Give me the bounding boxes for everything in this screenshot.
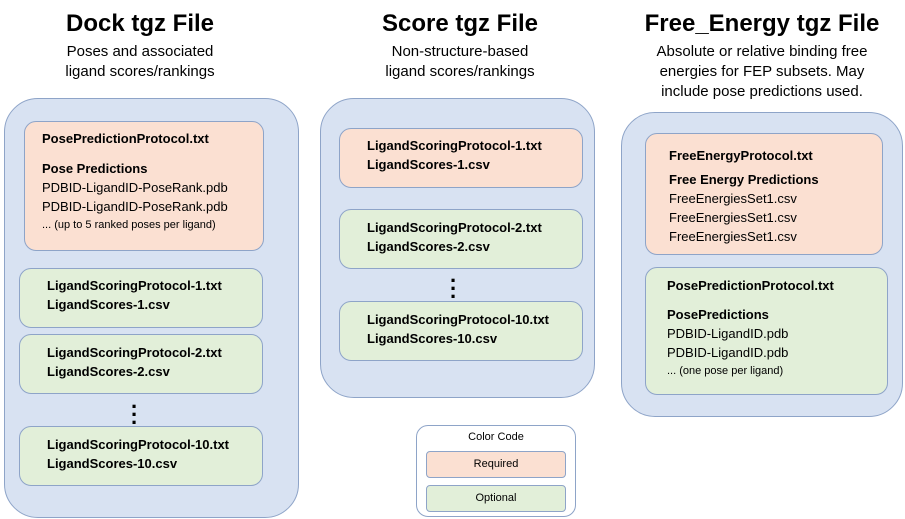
free-energy-title: Free_Energy tgz File xyxy=(644,10,880,37)
legend-title: Color Code xyxy=(468,431,524,443)
protocol-file: LigandScoringProtocol-10.txt xyxy=(47,437,230,452)
free-energy-prediction-box: FreeEnergyProtocol.txt Free Energy Predi… xyxy=(645,133,883,255)
dock-subtitle: Poses and associated ligand scores/ranki… xyxy=(40,42,240,82)
score-title: Score tgz File xyxy=(381,10,539,37)
dock-scoring-box-10: LigandScoringProtocol-10.txt LigandScore… xyxy=(19,426,263,486)
protocol-file: LigandScoringProtocol-2.txt xyxy=(367,220,542,235)
section-heading: PosePredictions xyxy=(667,307,769,322)
pose-note: ... (one pose per ligand) xyxy=(667,365,784,377)
protocol-file: LigandScoringProtocol-1.txt xyxy=(47,278,222,293)
pose-file: PDBID-LigandID.pdb xyxy=(667,345,789,360)
free-energy-subtitle-line: include pose predictions used. xyxy=(661,83,863,100)
free-energy-subtitle: Absolute or relative binding free energi… xyxy=(632,42,892,102)
dock-subtitle-line: ligand scores/rankings xyxy=(65,63,215,80)
score-subtitle: Non-structure-based ligand scores/rankin… xyxy=(360,42,560,82)
protocol-file: PosePredictionProtocol.txt xyxy=(42,131,209,146)
dock-subtitle-line: Poses and associated xyxy=(66,43,214,60)
score-scoring-box-10: LigandScoringProtocol-10.txt LigandScore… xyxy=(339,301,583,361)
section-heading: Free Energy Predictions xyxy=(669,172,819,187)
color-code-legend: Color Code Required Optional xyxy=(416,425,576,517)
protocol-file: FreeEnergyProtocol.txt xyxy=(669,148,813,163)
scores-file: LigandScores-1.csv xyxy=(367,157,490,172)
scores-file: LigandScores-2.csv xyxy=(47,364,170,379)
legend-optional-swatch: Optional xyxy=(426,485,566,512)
scores-file: LigandScores-2.csv xyxy=(367,239,490,254)
free-energy-pose-prediction-box: PosePredictionProtocol.txt PosePredictio… xyxy=(645,267,888,395)
protocol-file: LigandScoringProtocol-1.txt xyxy=(367,138,542,153)
score-scoring-box-1: LigandScoringProtocol-1.txt LigandScores… xyxy=(339,128,583,188)
ellipsis-vertical-icon: ... xyxy=(449,262,457,303)
ellipsis-vertical-icon: ... xyxy=(130,388,138,429)
protocol-file: PosePredictionProtocol.txt xyxy=(667,278,834,293)
pose-note: ... (up to 5 ranked poses per ligand) xyxy=(42,219,216,231)
free-energy-file: FreeEnergiesSet1.csv xyxy=(669,191,797,206)
pose-file: PDBID-LigandID-PoseRank.pdb xyxy=(42,199,228,214)
free-energy-subtitle-line: energies for FEP subsets. May xyxy=(659,63,865,80)
section-heading: Pose Predictions xyxy=(42,161,148,176)
pose-file: PDBID-LigandID.pdb xyxy=(667,326,789,341)
free-energy-file: FreeEnergiesSet1.csv xyxy=(669,229,797,244)
scores-file: LigandScores-10.csv xyxy=(367,331,498,346)
free-energy-file: FreeEnergiesSet1.csv xyxy=(669,210,797,225)
dock-pose-prediction-box: PosePredictionProtocol.txt Pose Predicti… xyxy=(24,121,264,251)
dock-scoring-box-2: LigandScoringProtocol-2.txt LigandScores… xyxy=(19,334,263,394)
dock-title: Dock tgz File xyxy=(65,10,215,37)
score-subtitle-line: ligand scores/rankings xyxy=(385,63,535,80)
free-energy-subtitle-line: Absolute or relative binding free xyxy=(656,43,868,60)
dock-scoring-box-1: LigandScoringProtocol-1.txt LigandScores… xyxy=(19,268,263,328)
score-subtitle-line: Non-structure-based xyxy=(391,43,529,60)
protocol-file: LigandScoringProtocol-2.txt xyxy=(47,345,222,360)
legend-required-swatch: Required xyxy=(426,451,566,478)
scores-file: LigandScores-1.csv xyxy=(47,297,170,312)
scores-file: LigandScores-10.csv xyxy=(47,456,178,471)
pose-file: PDBID-LigandID-PoseRank.pdb xyxy=(42,180,228,195)
score-scoring-box-2: LigandScoringProtocol-2.txt LigandScores… xyxy=(339,209,583,269)
protocol-file: LigandScoringProtocol-10.txt xyxy=(367,312,550,327)
